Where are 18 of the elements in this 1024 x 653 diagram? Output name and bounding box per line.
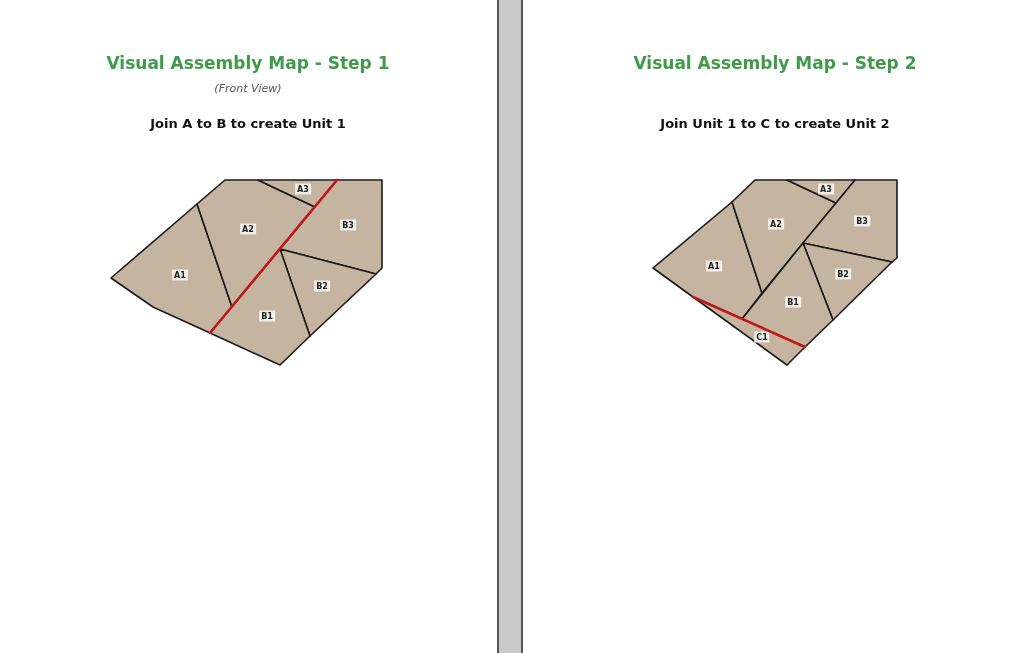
view-note: (Front View) [214,82,282,95]
step-instruction: Join Unit 1 to C to create Unit 2 [660,116,890,131]
piece-label: A3 [818,183,834,195]
piece-label: B1 [785,296,801,308]
page-title: Visual Assembly Map - Step 2 [633,53,917,73]
piece-label: A2 [768,218,784,230]
piece-label: A2 [240,223,256,235]
piece-label: B2 [314,280,330,292]
piece-label: B3 [340,219,356,231]
piece-label: B1 [259,310,275,322]
piece-label: B2 [835,268,851,280]
piece-label: A3 [295,183,311,195]
piece-label: C1 [754,331,770,343]
piece-label: B3 [854,215,870,227]
piece-label: A1 [706,260,722,272]
step-instruction: Join A to B to create Unit 1 [150,116,346,131]
piece-label: A1 [172,269,188,281]
page-title: Visual Assembly Map - Step 1 [106,53,390,73]
